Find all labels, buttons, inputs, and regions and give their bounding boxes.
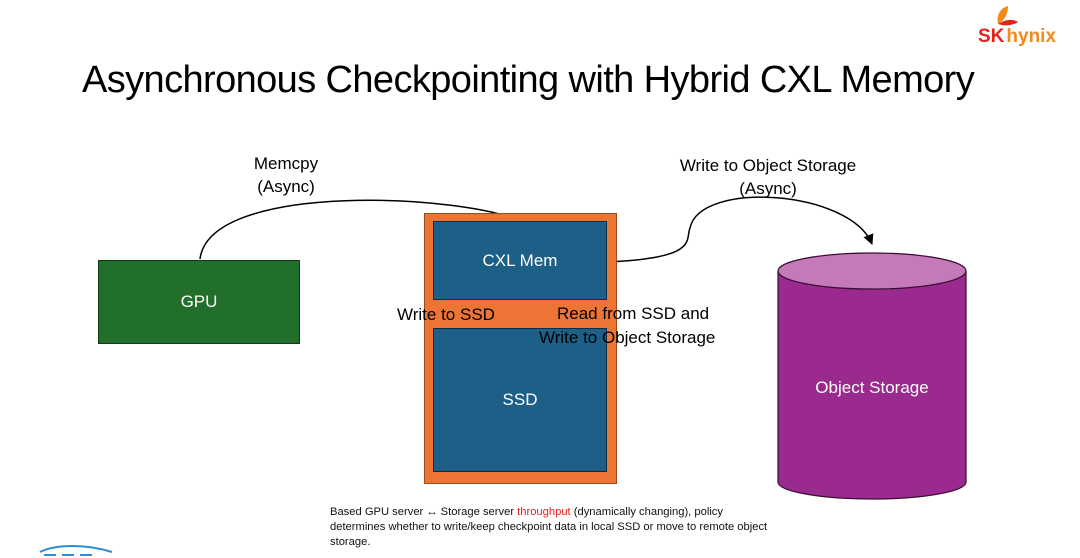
memcpy-label: Memcpy (Async)	[253, 154, 319, 196]
ssd-block: SSD	[433, 328, 607, 472]
gpu-label: GPU	[180, 292, 218, 311]
object-storage-label: Object Storage	[815, 378, 929, 397]
object-storage-cylinder	[777, 252, 967, 500]
read-ssd-label-line2: Write to Object Storage	[539, 328, 716, 347]
write-object-arrow	[606, 196, 874, 263]
gpu-block: GPU	[98, 260, 300, 344]
throughput-highlight: throughput	[517, 506, 571, 518]
cxl-mem-block: CXL Mem	[433, 221, 607, 300]
slide-title: Asynchronous Checkpointing with Hybrid C…	[82, 59, 975, 101]
write-object-label: Write to Object Storage (Async)	[679, 156, 857, 198]
read-ssd-label-line1: Read from SSD and	[557, 304, 710, 323]
write-ssd-label: Write to SSD	[397, 305, 495, 324]
cxl-mem-label: CXL Mem	[482, 250, 558, 270]
memcpy-arrow	[199, 199, 522, 260]
ems-logo	[39, 545, 113, 556]
butterfly-icon	[997, 6, 1018, 26]
policy-note: Based GPU server ↔ Storage server throug…	[330, 506, 768, 548]
ssd-label: SSD	[502, 390, 538, 409]
